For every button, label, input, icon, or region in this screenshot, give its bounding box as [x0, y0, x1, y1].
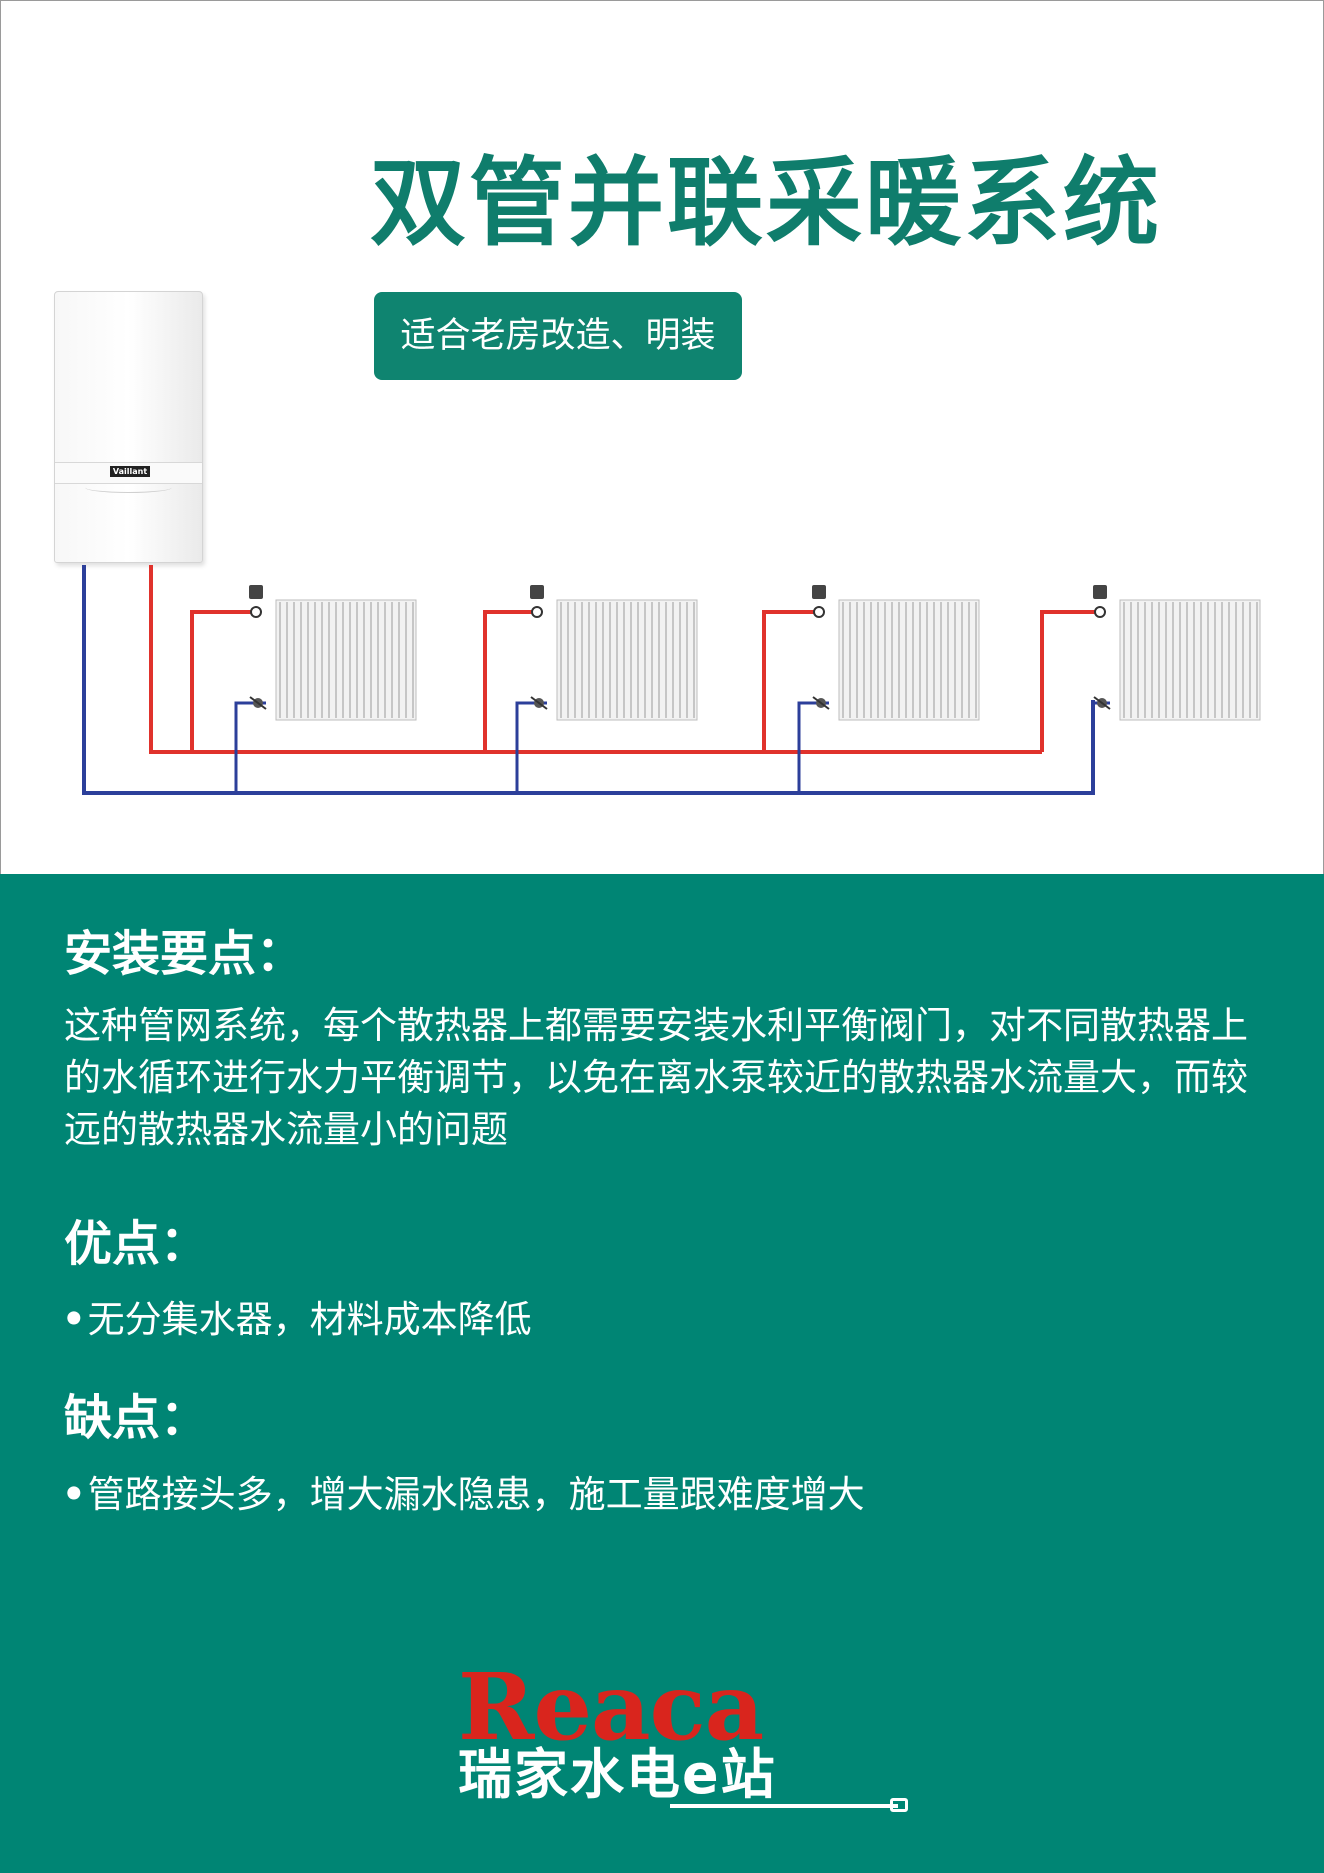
- supply-branch-pipe: [190, 610, 256, 752]
- return-branch-pipe: [797, 701, 829, 793]
- return-branch-pipe: [234, 701, 266, 793]
- info-panel: 安装要点： 这种管网系统，每个散热器上都需要安装水利平衡阀门，对不同散热器上的水…: [0, 874, 1324, 1873]
- bullet-dot: •: [62, 1298, 86, 1341]
- return-main-pipe: [82, 565, 1095, 795]
- pipe-diagram: [82, 565, 1261, 795]
- radiator: [838, 599, 980, 721]
- installation-text: 这种管网系统，每个散热器上都需要安装水利平衡阀门，对不同散热器上的水循环进行水力…: [64, 1004, 1248, 1151]
- supply-branch-pipe: [762, 610, 819, 752]
- logo-english: Reaca: [458, 1653, 764, 1761]
- return-branch-pipe: [515, 701, 547, 793]
- valve-body-icon: [531, 606, 543, 618]
- advantage-item-text: 无分集水器，材料成本降低: [87, 1298, 532, 1341]
- supply-branch-pipe: [483, 610, 537, 752]
- logo-chinese: 瑞家水电e站: [458, 1743, 777, 1806]
- balance-valve-handle: [1093, 696, 1111, 710]
- installation-heading: 安装要点：: [64, 926, 305, 982]
- logo-underline: [670, 1804, 898, 1808]
- disadvantage-item-text: 管路接头多，增大漏水隐患，施工量跟难度增大: [87, 1473, 865, 1516]
- thermostat-valve-icon: [249, 585, 263, 599]
- balance-valve-handle: [249, 696, 267, 710]
- balance-valve-handle: [530, 696, 548, 710]
- page-title: 双管并联采暖系统: [370, 147, 1162, 259]
- wall-boiler: Vaillant: [54, 291, 203, 563]
- supply-branch-pipe: [1040, 610, 1100, 752]
- valve-body-icon: [250, 606, 262, 618]
- diagram-panel: [0, 0, 1324, 875]
- radiator: [275, 599, 417, 721]
- disadvantages-heading: 缺点：: [64, 1390, 209, 1446]
- thermostat-valve-icon: [530, 585, 544, 599]
- subtitle-badge: 适合老房改造、明装: [374, 292, 742, 380]
- radiator: [1119, 599, 1261, 721]
- plug-icon: [890, 1798, 908, 1812]
- brand-logo: Reaca 瑞家水电e站: [455, 1653, 915, 1814]
- supply-main-pipe: [149, 565, 1042, 754]
- valve-body-icon: [813, 606, 825, 618]
- advantage-item: •无分集水器，材料成本降低: [62, 1294, 532, 1346]
- boiler-cover-curve: [85, 482, 172, 493]
- valve-body-icon: [1094, 606, 1106, 618]
- thermostat-valve-icon: [812, 585, 826, 599]
- balance-valve-handle: [812, 696, 830, 710]
- advantages-heading: 优点：: [64, 1216, 209, 1272]
- thermostat-valve-icon: [1093, 585, 1107, 599]
- boiler-brand-label: Vaillant: [110, 466, 150, 477]
- bullet-dot: •: [62, 1473, 86, 1516]
- radiator: [556, 599, 698, 721]
- disadvantage-item: •管路接头多，增大漏水隐患，施工量跟难度增大: [62, 1469, 865, 1521]
